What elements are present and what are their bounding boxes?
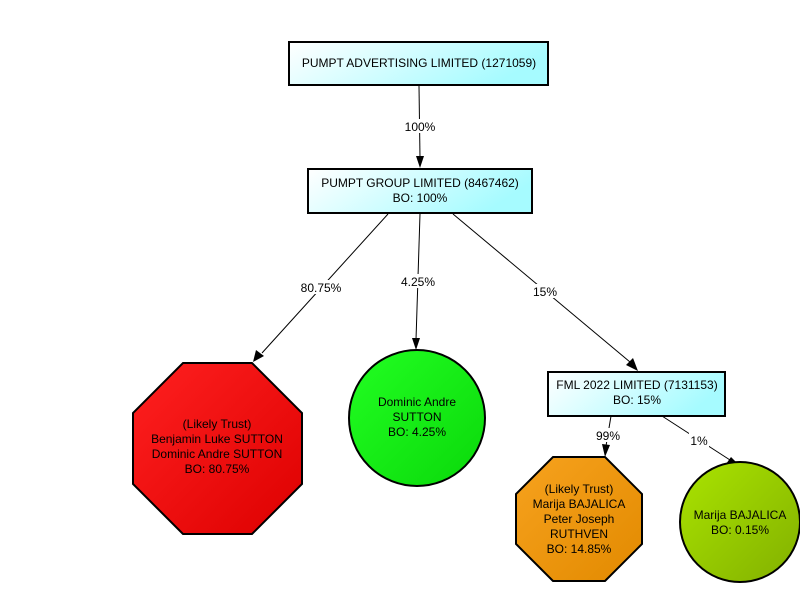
node-label: Marija BAJALICA [694, 508, 787, 522]
node-dominic-sutton[interactable]: Dominic Andre SUTTON BO: 4.25% [348, 349, 486, 487]
node-label: Dominic Andre [378, 395, 456, 409]
edge-fml-2022-to-marija-bajalica: 1% [661, 415, 740, 466]
node-label: (Likely Trust) [183, 417, 252, 431]
node-bo: BO: 100% [393, 191, 448, 205]
edge-label: 100% [405, 120, 436, 134]
edge-label: 1% [690, 434, 708, 448]
node-bo: BO: 0.15% [711, 523, 769, 537]
node-fml-2022[interactable]: FML 2022 LIMITED (7131153) BO: 15% [547, 371, 726, 417]
node-label: PUMPT GROUP LIMITED (8467462) [321, 176, 519, 190]
node-label: RUTHVEN [550, 527, 608, 541]
node-label: (Likely Trust) [545, 482, 614, 496]
node-label: Marija BAJALICA [533, 497, 626, 511]
edge-pumpt-group-to-trust-sutton: 80.75% [253, 213, 389, 362]
edge-pumpt-advertising-to-pumpt-group: 100% [400, 85, 440, 168]
node-label: SUTTON [392, 410, 441, 424]
node-bo: BO: 4.25% [388, 425, 446, 439]
node-pumpt-group[interactable]: PUMPT GROUP LIMITED (8467462) BO: 100% [307, 168, 533, 214]
node-label: FML 2022 LIMITED (7131153) [556, 378, 717, 392]
node-label: PUMPT ADVERTISING LIMITED (1271059) [302, 56, 536, 70]
edge-pumpt-group-to-dominic-sutton: 4.25% [399, 213, 437, 350]
edge-pumpt-group-to-fml-2022: 15% [452, 213, 638, 371]
edge-label: 99% [596, 429, 620, 443]
node-marija-bajalica[interactable]: Marija BAJALICA BO: 0.15% [679, 461, 800, 583]
edge-fml-2022-to-trust-bajalica: 99% [595, 415, 621, 457]
node-label: Benjamin Luke SUTTON [151, 432, 283, 446]
node-label: Dominic Andre SUTTON [152, 447, 282, 461]
node-trust-bajalica[interactable]: (Likely Trust) Marija BAJALICA Peter Jos… [515, 456, 643, 582]
edge-label: 80.75% [301, 281, 342, 295]
node-bo: BO: 14.85% [547, 542, 612, 556]
edge-label: 15% [533, 285, 557, 299]
node-pumpt-advertising[interactable]: PUMPT ADVERTISING LIMITED (1271059) [288, 41, 549, 86]
edge-label: 4.25% [401, 275, 435, 289]
node-bo: BO: 80.75% [185, 462, 250, 476]
node-label: Peter Joseph [544, 512, 615, 526]
node-bo: BO: 15% [613, 393, 661, 407]
node-trust-sutton[interactable]: (Likely Trust) Benjamin Luke SUTTON Domi… [132, 362, 303, 535]
